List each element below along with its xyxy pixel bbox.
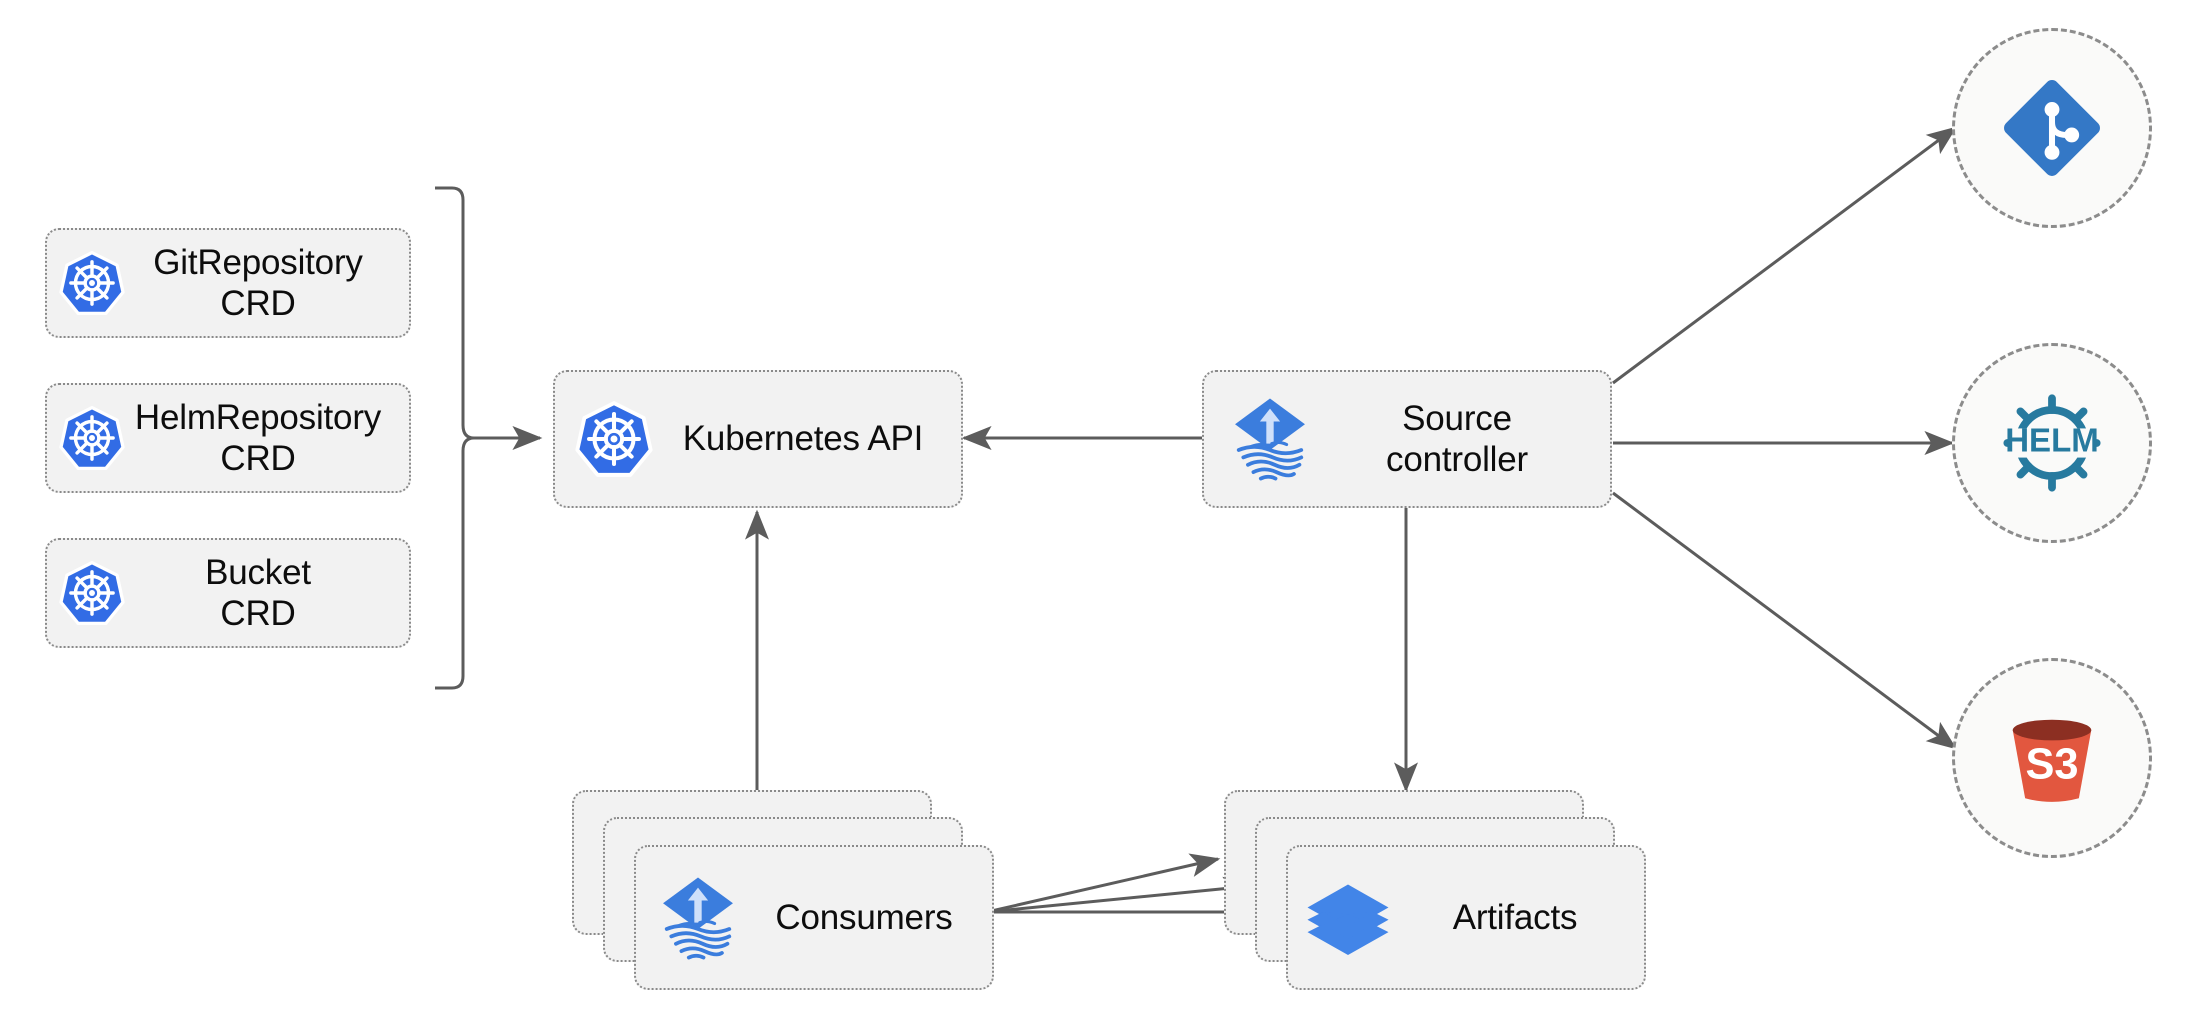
edge-consumers-to-artifacts-2 bbox=[986, 876, 1254, 914]
kubernetes-icon bbox=[59, 405, 125, 471]
external-git-provider[interactable] bbox=[1952, 28, 2152, 228]
helm-icon: HELM bbox=[1984, 375, 2120, 511]
node-label: HelmRepository CRD bbox=[134, 397, 382, 478]
node-helm-repository-crd[interactable]: HelmRepository CRD bbox=[45, 383, 411, 493]
helm-wordmark: HELM bbox=[2005, 422, 2099, 459]
node-label: Kubernetes API bbox=[682, 419, 924, 459]
s3-wordmark: S3 bbox=[2025, 741, 2078, 789]
edge-consumers-to-artifacts-1 bbox=[986, 853, 1221, 914]
kubernetes-icon bbox=[59, 560, 125, 626]
flux-icon bbox=[652, 872, 744, 964]
node-label: Consumers bbox=[775, 897, 953, 937]
node-label: Bucket CRD bbox=[205, 552, 311, 633]
node-source-controller[interactable]: Source controller bbox=[1202, 370, 1612, 508]
node-kubernetes-api[interactable]: Kubernetes API bbox=[553, 370, 963, 508]
external-s3-bucket[interactable]: S3 bbox=[1952, 658, 2152, 858]
node-artifacts[interactable]: Artifacts bbox=[1286, 845, 1646, 990]
edge-source-controller-to-git bbox=[1612, 126, 1957, 385]
edge-source-controller-to-s3 bbox=[1612, 491, 1957, 750]
layers-icon bbox=[1304, 874, 1392, 962]
node-label: Artifacts bbox=[1452, 897, 1578, 937]
git-icon bbox=[1994, 70, 2110, 186]
node-label: Source controller bbox=[1386, 398, 1528, 479]
node-label: GitRepository CRD bbox=[153, 242, 363, 323]
kubernetes-icon bbox=[575, 400, 653, 478]
crd-brace bbox=[435, 186, 475, 690]
node-consumers[interactable]: Consumers bbox=[634, 845, 994, 990]
node-git-repository-crd[interactable]: GitRepository CRD bbox=[45, 228, 411, 338]
kubernetes-icon bbox=[59, 250, 125, 316]
flux-icon bbox=[1224, 393, 1316, 485]
node-bucket-crd[interactable]: Bucket CRD bbox=[45, 538, 411, 648]
s3-icon: S3 bbox=[1990, 696, 2114, 820]
external-helm-registry[interactable]: HELM bbox=[1952, 343, 2152, 543]
